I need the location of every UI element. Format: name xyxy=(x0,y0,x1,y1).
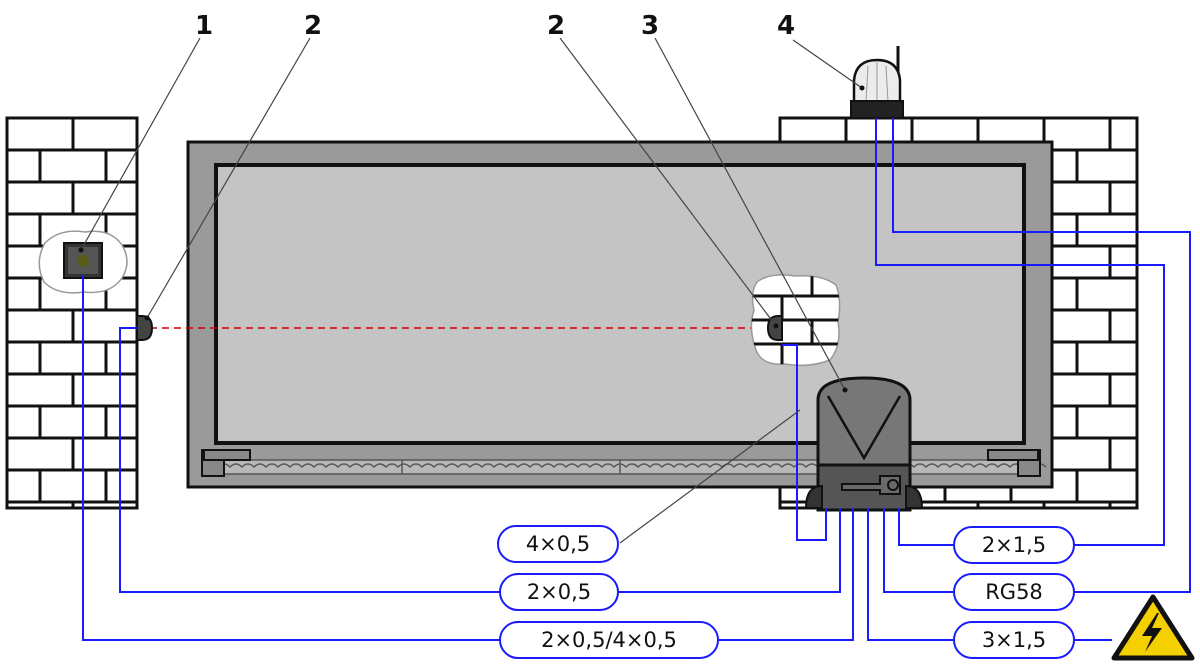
svg-text:2×1,5: 2×1,5 xyxy=(982,533,1046,557)
photocell-left xyxy=(136,315,154,341)
wiring xyxy=(82,118,1191,641)
callout-4: 4 xyxy=(777,11,795,41)
leader-lines xyxy=(80,37,863,544)
high-voltage-warning-icon xyxy=(1111,594,1195,661)
callout-1: 1 xyxy=(195,11,213,41)
callout-2-right: 2 xyxy=(547,11,565,41)
sliding-gate xyxy=(186,140,1054,489)
cable-label-motor-photocell: 4×0,5 xyxy=(497,525,619,563)
callout-2-left: 2 xyxy=(304,11,322,41)
svg-text:2×0,5: 2×0,5 xyxy=(527,580,591,604)
cable-label-photocell: 2×0,5 xyxy=(499,573,619,611)
release-lever-icon xyxy=(841,475,901,495)
cable-label-selector: 2×0,5/4×0,5 xyxy=(499,621,719,659)
cable-label-antenna: RG58 xyxy=(953,573,1075,611)
svg-text:3×1,5: 3×1,5 xyxy=(982,628,1046,652)
gear-rack xyxy=(203,459,1047,475)
svg-text:RG58: RG58 xyxy=(985,580,1043,604)
flashing-lamp xyxy=(850,46,904,119)
cable-label-lamp: 2×1,5 xyxy=(953,526,1075,564)
cable-label-mains: 3×1,5 xyxy=(953,621,1075,659)
svg-text:4×0,5: 4×0,5 xyxy=(526,532,590,556)
svg-text:2×0,5/4×0,5: 2×0,5/4×0,5 xyxy=(541,628,677,652)
gate-motor xyxy=(804,376,924,512)
callout-3: 3 xyxy=(641,11,659,41)
leader-dots xyxy=(78,85,865,393)
left-brick-wall xyxy=(5,116,139,510)
